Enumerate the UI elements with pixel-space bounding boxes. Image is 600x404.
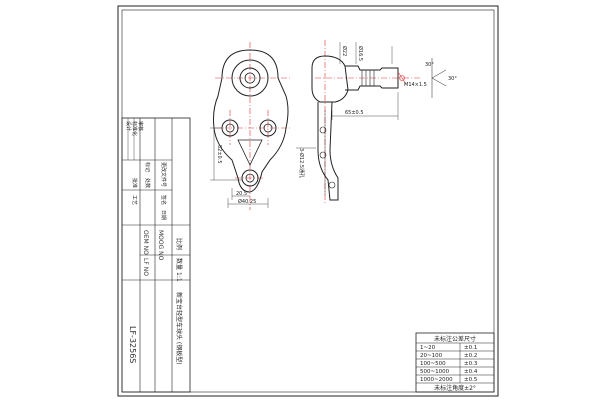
dim-stud-length: 65±0.5	[345, 110, 364, 116]
tolerance-range-2: 100~500	[420, 361, 446, 367]
part-number: LF-3256S	[128, 326, 137, 363]
dim-holes: 3-Ø12.5通孔	[298, 148, 305, 178]
scale-label: 比例	[175, 238, 183, 250]
dim-offset: 20.5	[236, 191, 247, 197]
qty-label: 数量	[175, 258, 183, 270]
dim-socket-dia: Ø22	[341, 46, 348, 56]
dim-shank-dia: Ø16.5	[357, 46, 364, 61]
sign-row-4: 工艺	[131, 195, 137, 205]
tolerance-value-3: ±0.4	[464, 369, 478, 375]
tolerance-range-1: 20~100	[420, 353, 443, 359]
part-name: 新宝台轻型车球头 (钢板型)	[175, 292, 183, 365]
tolerance-table: 未标注公差尺寸 1~20 ±0.1 20~100 ±0.2 100~500 ±0…	[415, 332, 495, 393]
dim-thread: M14×1.5	[404, 82, 427, 88]
side-view: 65±0.5 Ø22 Ø16.5 M14×1.5 3-Ø12.5通孔 30° 3…	[296, 40, 457, 205]
scale-value: 1:1	[175, 272, 182, 282]
sign-field-0: 标记	[144, 162, 151, 172]
tolerance-range-4: 1000~2000	[420, 377, 453, 383]
sign-row-1: 标准化	[131, 121, 138, 136]
sign-field-3: 签名	[160, 195, 167, 205]
tolerance-value-4: ±0.5	[464, 377, 478, 383]
title-block: 设计 标准化 审核 批准 工艺 标记 处数 更改文件号 签名 日期 比例 数量 …	[121, 117, 191, 393]
outer-border	[117, 5, 499, 397]
dim-angle-top: 30°	[425, 62, 434, 68]
dim-angle-bottom: 30°	[448, 76, 457, 82]
tolerance-value-0: ±0.1	[464, 345, 477, 351]
sign-row-3: 批准	[131, 178, 138, 188]
sign-field-4: 日期	[160, 210, 166, 220]
sign-row-2: 审核	[137, 121, 144, 131]
tolerance-value-1: ±0.2	[464, 353, 477, 359]
oem-label: OEM NO	[142, 230, 149, 255]
moog-label: MOOG NO	[157, 230, 164, 261]
dim-width: Ø40.25	[238, 198, 256, 205]
tolerance-range-3: 500~1000	[420, 369, 450, 375]
front-view: 52±0.5 20.5 Ø40.25	[210, 42, 290, 210]
sign-row-0: 设计	[125, 121, 132, 131]
dim-height: 52±0.5	[216, 145, 222, 164]
tolerance-range-0: 1~20	[420, 345, 436, 351]
lf-label: LF NO	[142, 258, 149, 276]
tolerance-header: 未标注公差尺寸	[434, 335, 476, 343]
sign-field-1: 处数	[144, 178, 151, 188]
tolerance-value-2: ±0.3	[464, 361, 478, 367]
sign-field-2: 更改文件号	[160, 162, 167, 187]
tolerance-footer: 未标注角度±2°	[434, 384, 476, 392]
